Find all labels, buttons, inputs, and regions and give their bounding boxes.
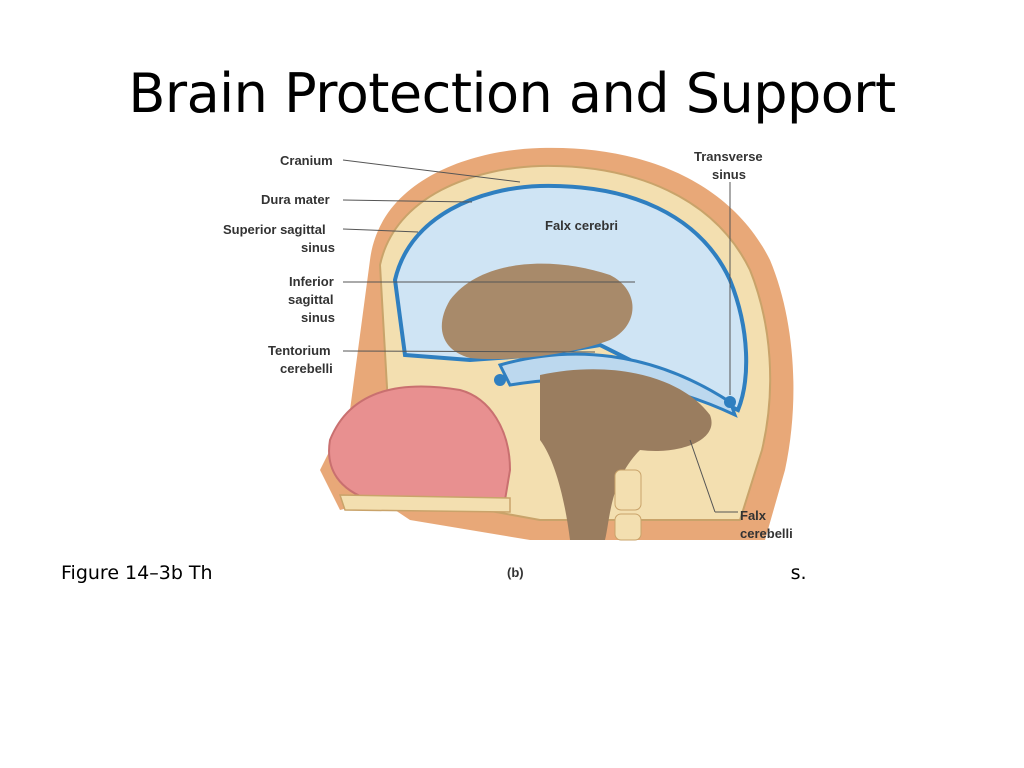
- caption-end: s.: [790, 562, 807, 584]
- label-falx-cerebri: Falx cerebri: [545, 218, 618, 233]
- label-inferior-sagittal-2: sagittal: [288, 292, 334, 307]
- label-falx-cerebelli-2: cerebelli: [740, 526, 793, 541]
- vertebra-1: [614, 469, 642, 511]
- panel-label: (b): [507, 565, 524, 580]
- brain-region: [441, 263, 633, 360]
- vertebra-2: [614, 513, 642, 541]
- label-tentorium-2: cerebelli: [280, 361, 333, 376]
- label-dura-mater: Dura mater: [261, 192, 330, 207]
- label-cranium: Cranium: [280, 153, 333, 168]
- label-superior-sagittal-2: sinus: [301, 240, 335, 255]
- cerebellum-region: [540, 369, 712, 540]
- label-superior-sagittal-1: Superior sagittal: [223, 222, 326, 237]
- label-transverse-2: sinus: [712, 167, 746, 182]
- label-tentorium-1: Tentorium: [268, 343, 331, 358]
- label-inferior-sagittal-1: Inferior: [289, 274, 334, 289]
- figure-caption: Figure 14–3b Th s.: [61, 562, 807, 584]
- leader-lines: [342, 159, 738, 513]
- label-falx-cerebelli-1: Falx: [740, 508, 767, 523]
- brain-sagittal-figure: Cranium Dura mater Superior sagittal sin…: [210, 140, 830, 580]
- palate: [338, 494, 511, 513]
- caption-start: Figure 14–3b Th: [61, 562, 213, 584]
- slide-title: Brain Protection and Support: [128, 62, 896, 125]
- label-inferior-sagittal-3: sinus: [301, 310, 335, 325]
- transverse-sinus-dot: [724, 396, 736, 408]
- nasal-cavity: [328, 385, 512, 501]
- sinus-dot-2: [494, 374, 506, 386]
- label-transverse-1: Transverse: [694, 149, 763, 164]
- figure-illustration: Cranium Dura mater Superior sagittal sin…: [223, 147, 794, 580]
